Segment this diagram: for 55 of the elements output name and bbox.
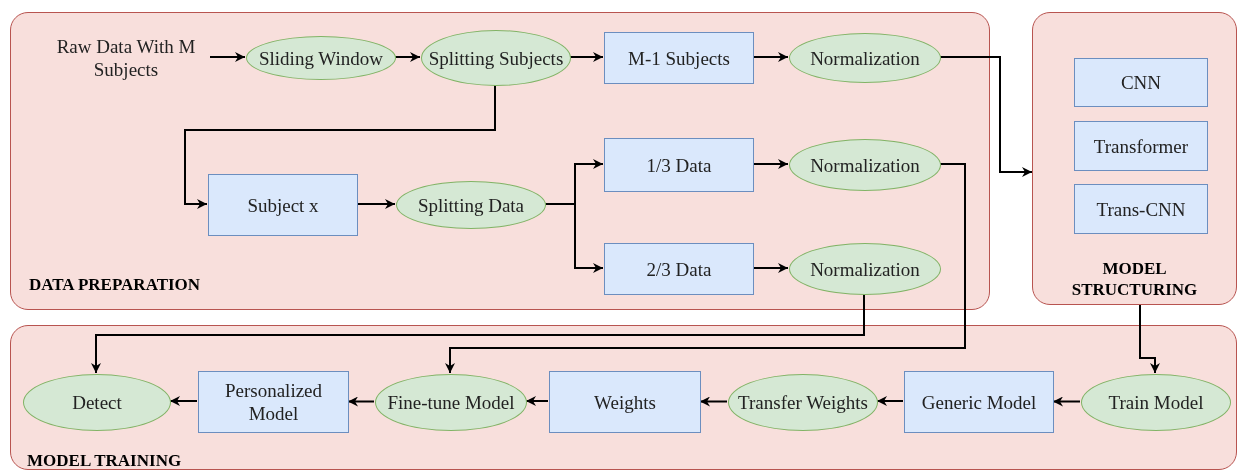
arrow xyxy=(394,52,421,62)
arrow xyxy=(699,396,728,407)
node-label: Normalization xyxy=(810,257,920,281)
node-label: Splitting Subjects xyxy=(428,46,564,70)
process-box xyxy=(1074,184,1208,234)
node-label: Weights xyxy=(594,390,656,414)
arrow xyxy=(752,159,789,169)
group-panel xyxy=(10,12,990,310)
node-label: Normalization xyxy=(810,46,920,70)
process-box xyxy=(604,32,754,84)
arrow xyxy=(169,396,198,406)
arrow xyxy=(876,396,904,406)
process-box xyxy=(549,371,701,433)
process-box xyxy=(904,371,1054,433)
process-box xyxy=(1074,58,1208,107)
arrow xyxy=(569,52,604,62)
node-label: Train Model xyxy=(1108,391,1204,414)
node-label: Raw Data With M Subjects xyxy=(55,35,197,81)
node-label: CNN xyxy=(1120,71,1162,94)
arrow xyxy=(209,52,246,62)
group-panel xyxy=(1032,12,1237,305)
node-label: Sliding Window xyxy=(259,46,383,70)
arrow xyxy=(1052,396,1081,407)
group-heading: MODEL TRAINING xyxy=(27,450,182,471)
arrow xyxy=(1139,304,1160,374)
process-box xyxy=(604,138,754,192)
arrow xyxy=(445,163,966,374)
arrow xyxy=(939,56,1033,177)
node-label: M-1 Subjects xyxy=(628,46,730,70)
arrow xyxy=(752,263,789,273)
node-label: Generic Model xyxy=(921,390,1037,414)
arrow xyxy=(752,52,789,62)
arrow xyxy=(347,396,375,407)
node-label: Detect xyxy=(72,391,122,414)
node-label: Transfer Weights xyxy=(738,391,868,414)
arrow xyxy=(184,84,496,209)
group-panel xyxy=(10,325,1237,470)
node-label: 2/3 Data xyxy=(646,257,712,281)
arrow xyxy=(525,396,549,406)
process-box xyxy=(198,371,349,433)
node-label: 1/3 Data xyxy=(646,153,712,177)
node-label: Fine-tune Model xyxy=(387,391,515,414)
arrow xyxy=(356,199,396,209)
node-label: Normalization xyxy=(810,153,920,177)
node-label: Trans-CNN xyxy=(1096,197,1186,221)
group-heading: MODEL STRUCTURING xyxy=(1070,258,1199,300)
node-label: Personalized Model xyxy=(223,379,324,425)
node-label: Subject x xyxy=(247,193,319,217)
node-label: Splitting Data xyxy=(417,193,525,217)
process-box xyxy=(604,243,754,295)
process-box xyxy=(208,174,358,236)
arrow xyxy=(91,293,865,374)
process-box xyxy=(1074,121,1208,171)
group-heading: DATA PREPARATION xyxy=(29,274,201,295)
node-label: Transformer xyxy=(1093,134,1189,158)
